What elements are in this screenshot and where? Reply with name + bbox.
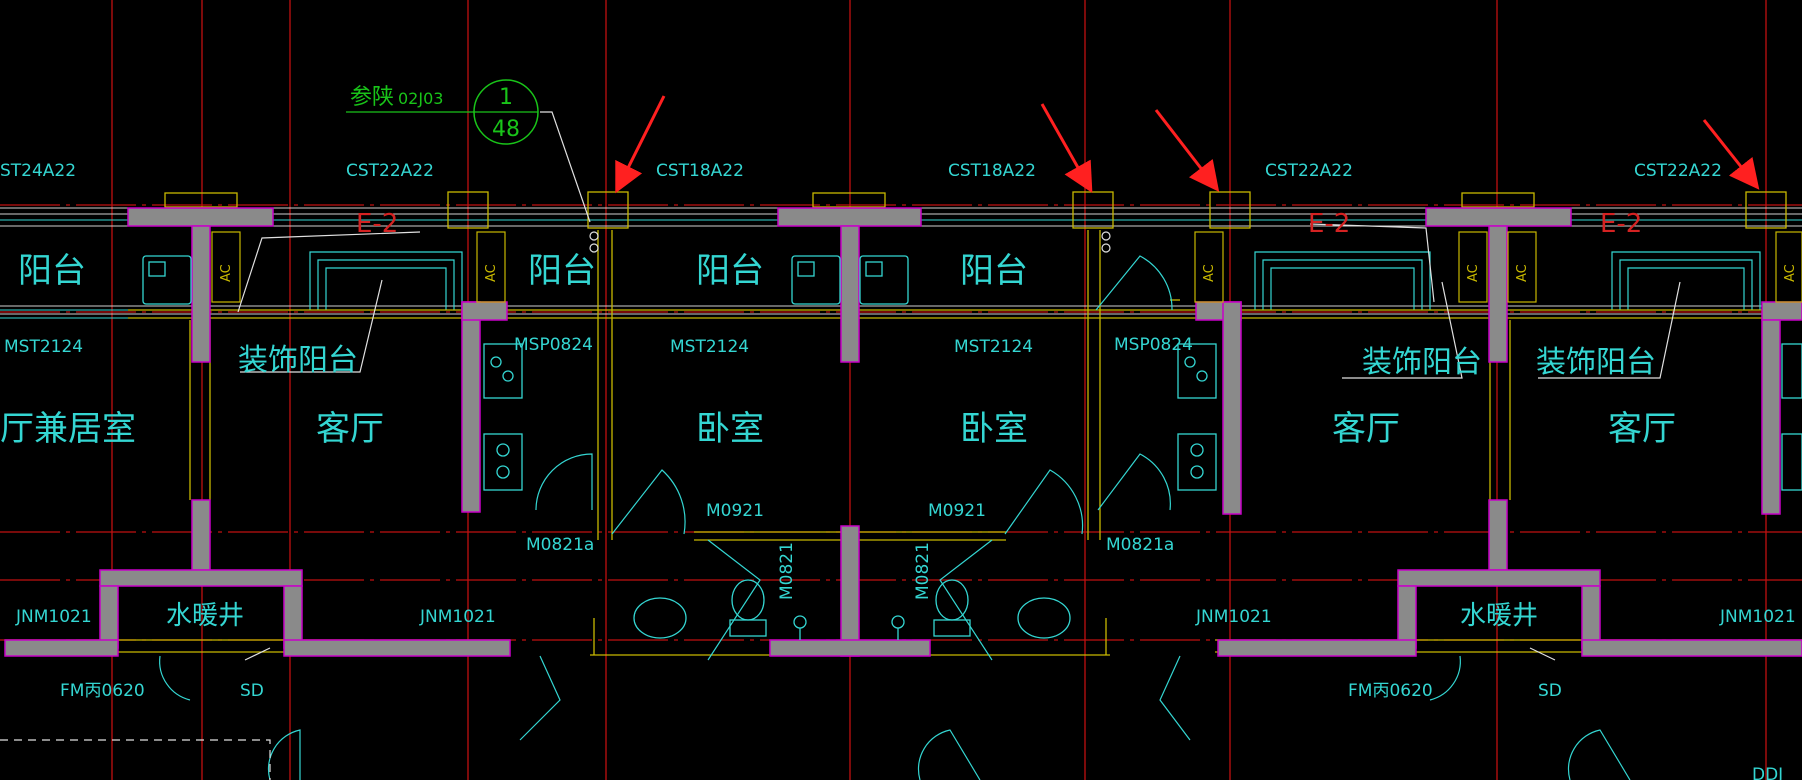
room-label-living-3: 客厅 [1608,409,1676,449]
leader-lines [237,111,1681,661]
window-code-cst-3: CST18A22 [656,161,744,181]
ac-label-3: AC [1202,264,1217,282]
dashed-outline [0,739,271,780]
room-label-decorative-balcony-3: 装饰阳台 [1536,345,1656,380]
cad-labels: ST24A22 CST22A22 CST18A22 CST18A22 CST22… [0,161,1798,780]
door-code-jnm-1: JNM1021 [15,607,92,627]
detail-reference-callout: 参陕 02J03 1 48 [346,79,539,145]
door-swings [159,255,1631,780]
elevation-mark-e2-2: E-2 [1308,209,1350,239]
room-label-balcony-3: 阳台 [696,251,764,291]
room-label-bedroom-1: 卧室 [696,409,764,449]
label-sd-2: SD [1538,681,1562,701]
annotation-arrows [615,95,1760,194]
elevation-mark-e2-1: E-2 [356,209,398,239]
door-code-m0821a-2: M0821a [1106,535,1174,555]
reference-number-bottom: 48 [492,117,520,142]
room-label-hall-bedroom: 厅兼居室 [0,409,136,449]
arrow-2 [1040,103,1093,194]
room-label-balcony-2: 阳台 [528,251,596,291]
ac-label-1: AC [219,264,234,282]
door-code-fm-1: FM丙0620 [60,681,145,701]
fixtures [142,255,1802,640]
door-code-msp-2: MSP0824 [1114,335,1193,355]
elevation-mark-e2-3: E-2 [1600,209,1642,239]
ac-label-5: AC [1515,264,1530,282]
room-label-decorative-balcony-1: 装饰阳台 [238,343,358,378]
door-code-jnm-2: JNM1021 [419,607,496,627]
arrow-3 [1154,109,1220,192]
room-label-bedroom-2: 卧室 [960,409,1028,449]
door-code-jnm-3: JNM1021 [1195,607,1272,627]
door-code-mst-3: MST2124 [954,337,1033,357]
reference-number-top: 1 [499,85,513,110]
door-code-m0921-2: M0921 [928,501,986,521]
door-code-m0821a-1: M0821a [526,535,594,555]
door-code-msp-1: MSP0824 [514,335,593,355]
window-code-cst-2: CST22A22 [346,161,434,181]
door-code-mst-2: MST2124 [670,337,749,357]
decorative-balcony-outlines [309,251,1761,310]
label-sd-1: SD [240,681,264,701]
room-label-plumbing-shaft-2: 水暖井 [1460,601,1538,631]
window-code-cst-1: ST24A22 [0,161,76,181]
label-ddj: DDJ [1752,765,1783,780]
structural-walls [4,207,1802,657]
reference-code: 02J03 [398,89,443,108]
arrow-4 [1702,119,1760,190]
window-code-cst-5: CST22A22 [1265,161,1353,181]
door-code-m0821-2: M0821 [913,542,933,600]
room-label-balcony-4: 阳台 [960,251,1028,291]
room-label-decorative-balcony-2: 装饰阳台 [1362,345,1482,380]
room-label-balcony-1: 阳台 [18,251,86,291]
window-code-cst-4: CST18A22 [948,161,1036,181]
arrow-1 [615,95,666,194]
door-code-m0821-1: M0821 [777,542,797,600]
room-label-living-1: 客厅 [316,409,384,449]
room-label-living-2: 客厅 [1332,409,1400,449]
door-code-m0921-1: M0921 [706,501,764,521]
room-label-plumbing-shaft-1: 水暖井 [166,601,244,631]
door-code-fm-2: FM丙0620 [1348,681,1433,701]
ac-label-6: AC [1783,264,1798,282]
door-code-jnm-4: JNM1021 [1719,607,1796,627]
ac-units [211,231,1802,303]
ac-label-4: AC [1466,264,1481,282]
ac-label-2: AC [484,264,499,282]
window-code-cst-6: CST22A22 [1634,161,1722,181]
reference-text: 参陕 [350,85,394,110]
door-code-mst-1: MST2124 [4,337,83,357]
